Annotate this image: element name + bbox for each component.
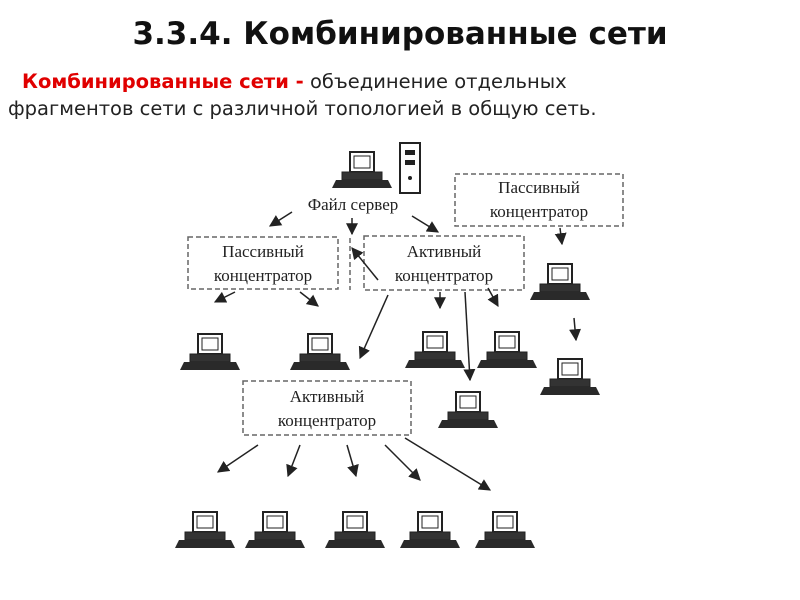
active-hub-bottom-label-2: концентратор	[278, 411, 376, 430]
passive-hub-left-label-1: Пассивный	[222, 242, 304, 261]
active-hub-top-label-2: концентратор	[395, 266, 493, 285]
connection-arrows	[213, 211, 581, 491]
slide-title: 3.3.4. Комбинированные сети	[132, 16, 668, 52]
passive-hub-top-box: Пассивный концентратор	[454, 173, 624, 227]
computer-icon	[474, 511, 536, 549]
computer-icon	[476, 331, 538, 369]
definition-rest: объединение отдельных	[309, 70, 567, 93]
computer-icon	[244, 511, 306, 549]
passive-hub-left-label-2: концентратор	[214, 266, 312, 285]
computer-icon	[179, 333, 241, 371]
computer-icon	[529, 263, 591, 301]
computer-icon	[437, 391, 499, 429]
active-hub-top-label-1: Активный	[407, 242, 481, 261]
definition-text: Комбинированные сети - объединение отдел…	[8, 68, 788, 122]
passive-hub-left-box: Пассивный концентратор	[187, 236, 339, 290]
active-hub-bottom-box: Активный концентратор	[242, 380, 412, 436]
file-server: Файл сервер	[308, 142, 421, 214]
definition-line-1: Комбинированные сети - объединение отдел…	[8, 68, 788, 95]
definition-line-2: фрагментов сети с различной топологией в…	[8, 97, 597, 120]
definition-term: Комбинированные сети -	[22, 70, 304, 93]
computer-icon	[539, 358, 601, 396]
computer-icon	[404, 331, 466, 369]
computer-icon	[289, 333, 351, 371]
active-hub-bottom-label-1: Активный	[290, 387, 364, 406]
computer-icon	[324, 511, 386, 549]
file-server-label: Файл сервер	[308, 195, 399, 214]
active-hub-top-box: Активный концентратор	[363, 235, 525, 291]
passive-hub-top-label-1: Пассивный	[498, 178, 580, 197]
computer-icon	[399, 511, 461, 549]
passive-hub-top-label-2: концентратор	[490, 202, 588, 221]
computer-icon	[174, 511, 236, 549]
